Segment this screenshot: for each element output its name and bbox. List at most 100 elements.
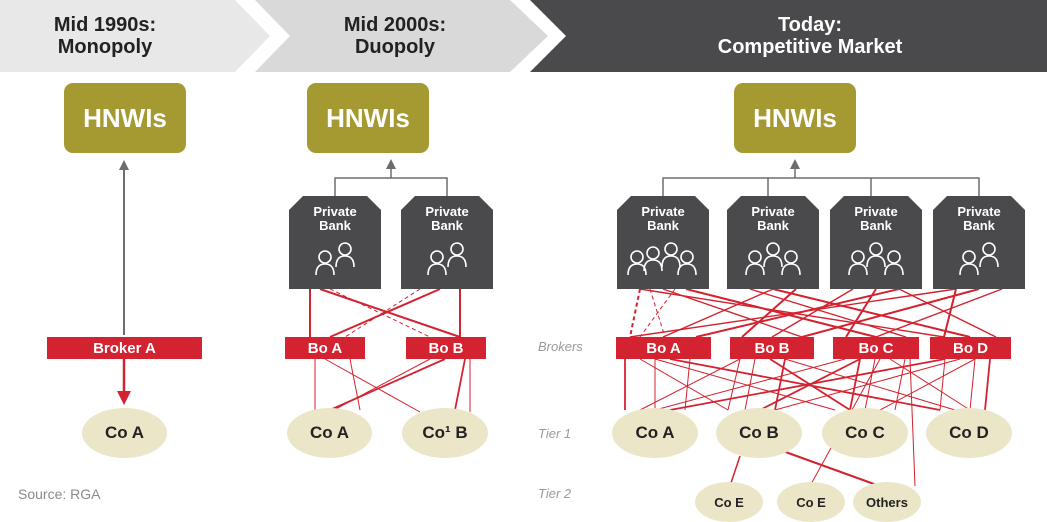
company-co-e: Co E (777, 482, 845, 522)
broker-bo-a: Bo A (616, 337, 711, 359)
header-chevron-2 (255, 0, 548, 72)
bank-bracket (334, 177, 448, 196)
tier-label-tier2: Tier 2 (538, 486, 572, 501)
connector-line (344, 288, 421, 338)
company-co-b: Co¹ B (402, 408, 488, 458)
connector-line (654, 358, 846, 411)
header-chevron-3 (530, 0, 1047, 72)
bank-tag-shape (617, 196, 709, 289)
connector-line (639, 358, 741, 411)
people-group-icon (745, 242, 801, 276)
broker-a: Broker A (47, 337, 202, 359)
broker-bo-b: Bo B (730, 337, 814, 359)
connector-line (939, 358, 946, 411)
connector-line (629, 288, 641, 338)
hnwi-box-today: HNWIs (734, 83, 856, 153)
connector-line (898, 288, 997, 338)
header-today: Today: Competitive Market (610, 0, 1010, 72)
connector-line (329, 358, 446, 411)
connector-line (662, 288, 803, 338)
connector-line (943, 288, 957, 338)
connector-line (779, 449, 886, 489)
people-group-icon (427, 242, 467, 276)
connector-line (639, 288, 676, 338)
company-others: Others (853, 482, 921, 522)
connector-line (649, 288, 666, 338)
tier-label-brokers: Brokers (538, 339, 583, 354)
connector-line (801, 288, 980, 338)
bank-tag-shape (933, 196, 1025, 289)
connector-line (969, 358, 976, 411)
header-mid-1990s: Mid 1990s: Monopoly (0, 0, 210, 72)
hnwi-box-1990s: HNWIs (64, 83, 186, 153)
connector-line (324, 358, 421, 413)
header-line2: Competitive Market (717, 36, 903, 58)
tier-label-tier1: Tier 1 (538, 426, 572, 441)
company-co-c: Co C (822, 408, 908, 458)
connector-line (319, 288, 461, 338)
connector-line (984, 358, 991, 411)
broker-bo-a: Bo A (285, 337, 365, 359)
connector-line (329, 288, 441, 338)
people-group-icon (959, 242, 999, 276)
company-co-a: Co A (82, 408, 167, 458)
connector-line (685, 288, 877, 338)
connector-lines (117, 159, 1003, 489)
header-line1: Mid 2000s: (343, 14, 447, 36)
people-group-icon (315, 242, 355, 276)
connector-line (727, 358, 741, 411)
broker-bo-d: Bo D (930, 337, 1011, 359)
connector-line (629, 288, 957, 338)
connector-line (771, 288, 854, 338)
connector-line (774, 358, 961, 411)
connector-line (454, 358, 466, 411)
company-co-a: Co A (287, 408, 372, 458)
broker-bo-b: Bo B (406, 337, 486, 359)
header-line2: Duopoly (354, 36, 435, 58)
header-mid-2000s: Mid 2000s: Duopoly (290, 0, 500, 72)
connector-line (669, 358, 946, 411)
header-chevrons (0, 0, 1047, 72)
hnwi-box-2000s: HNWIs (307, 83, 429, 153)
header-line2: Monopoly (57, 36, 153, 58)
company-co-d: Co D (926, 408, 1012, 458)
connector-line (772, 288, 971, 338)
connector-line (849, 358, 861, 411)
connector-line (329, 288, 431, 338)
header-chevron-1 (0, 0, 270, 72)
connector-line (875, 288, 1003, 338)
source-note: Source: RGA (18, 486, 101, 502)
company-co-b: Co B (716, 408, 802, 458)
header-line1: Mid 1990s: (53, 14, 157, 36)
connector-line (909, 358, 916, 487)
connector-line (741, 288, 797, 338)
company-co-a: Co A (612, 408, 698, 458)
connector-line (845, 288, 877, 338)
connector-line (349, 358, 361, 411)
bank-tag-shape (401, 196, 493, 289)
connector-line (864, 358, 876, 411)
connector-line (729, 455, 741, 487)
people-group-icon (848, 242, 904, 276)
connector-line (879, 358, 976, 411)
bank-bracket (662, 177, 980, 196)
broker-bo-c: Bo C (833, 337, 919, 359)
bank-tag-shape (289, 196, 381, 289)
company-co-e: Co E (695, 482, 763, 522)
header-line1: Today: (777, 14, 843, 36)
people-group-icon (627, 242, 697, 276)
connector-line (749, 288, 907, 338)
